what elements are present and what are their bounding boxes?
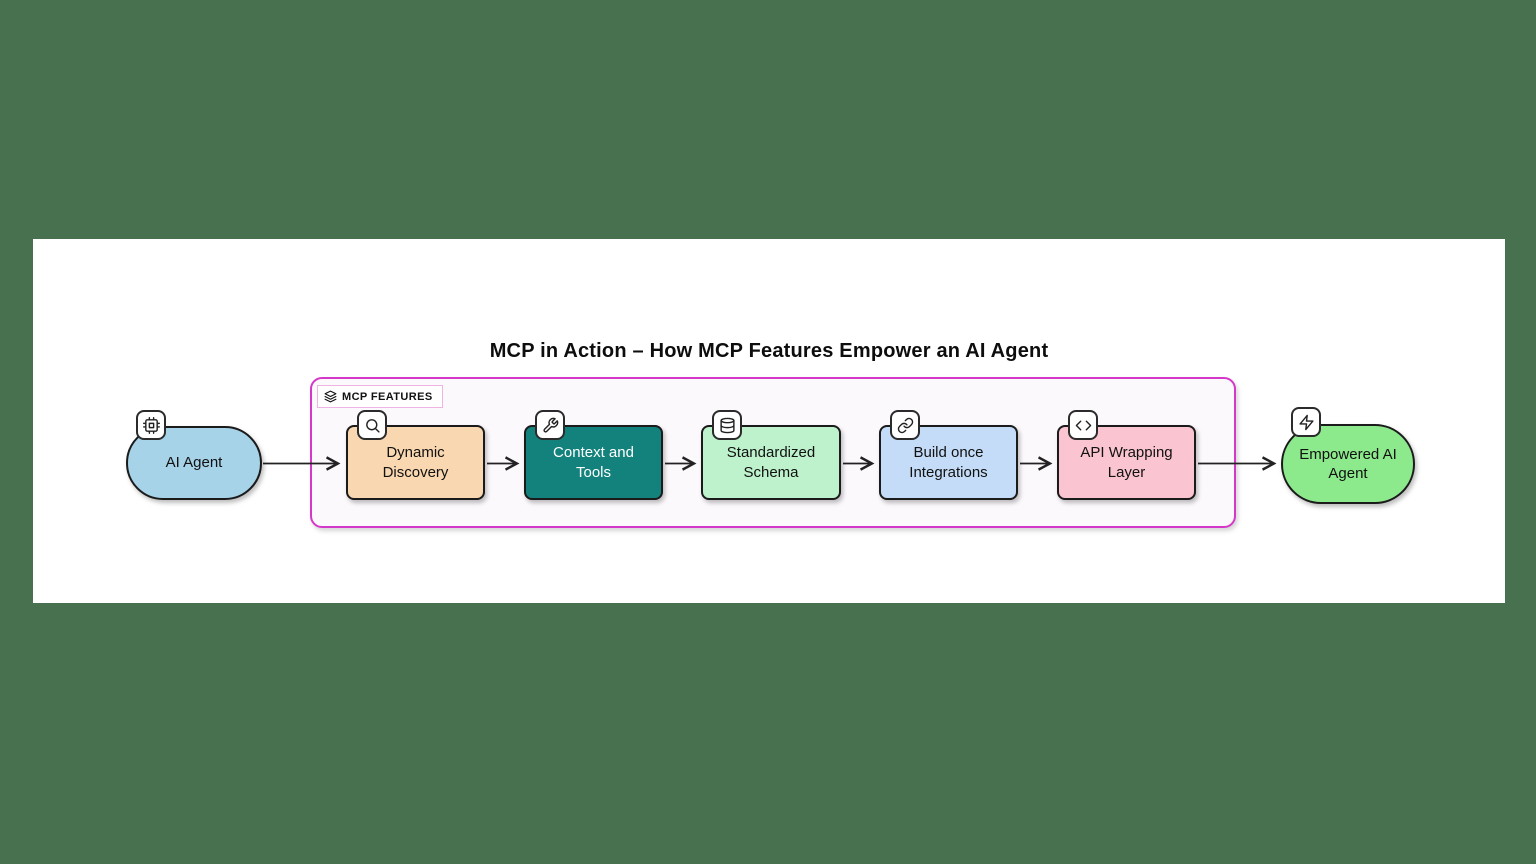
- magnifier-icon: [357, 410, 387, 440]
- node-ai-agent-label: AI Agent: [165, 454, 223, 472]
- node-empowered-ai-agent: Empowered AI Agent: [1281, 424, 1415, 504]
- node-standardized-schema-label: Standardized Schema: [726, 444, 816, 481]
- layers-icon: [324, 390, 337, 403]
- wrench-icon: [535, 410, 565, 440]
- code-icon: [1068, 410, 1098, 440]
- link-icon: [890, 410, 920, 440]
- node-build-once-integrations: Build once Integrations: [879, 425, 1018, 500]
- node-api-wrapping-layer: API Wrapping Layer: [1057, 425, 1196, 500]
- node-context-and-tools-label: Context and Tools: [553, 444, 634, 481]
- node-empowered-ai-agent-label: Empowered AI Agent: [1299, 445, 1397, 483]
- cpu-chip-icon: [136, 410, 166, 440]
- lightning-icon: [1291, 407, 1321, 437]
- node-dynamic-discovery-label: Dynamic Discovery: [382, 444, 449, 481]
- node-dynamic-discovery: Dynamic Discovery: [346, 425, 485, 500]
- node-build-once-integrations-label: Build once Integrations: [909, 444, 988, 481]
- diagram-title: MCP in Action – How MCP Features Empower…: [489, 340, 1049, 362]
- node-api-wrapping-layer-label: API Wrapping Layer: [1080, 444, 1173, 481]
- mcp-features-label-text: MCP FEATURES: [342, 390, 433, 403]
- database-icon: [712, 410, 742, 440]
- mcp-features-label: MCP FEATURES: [317, 385, 443, 408]
